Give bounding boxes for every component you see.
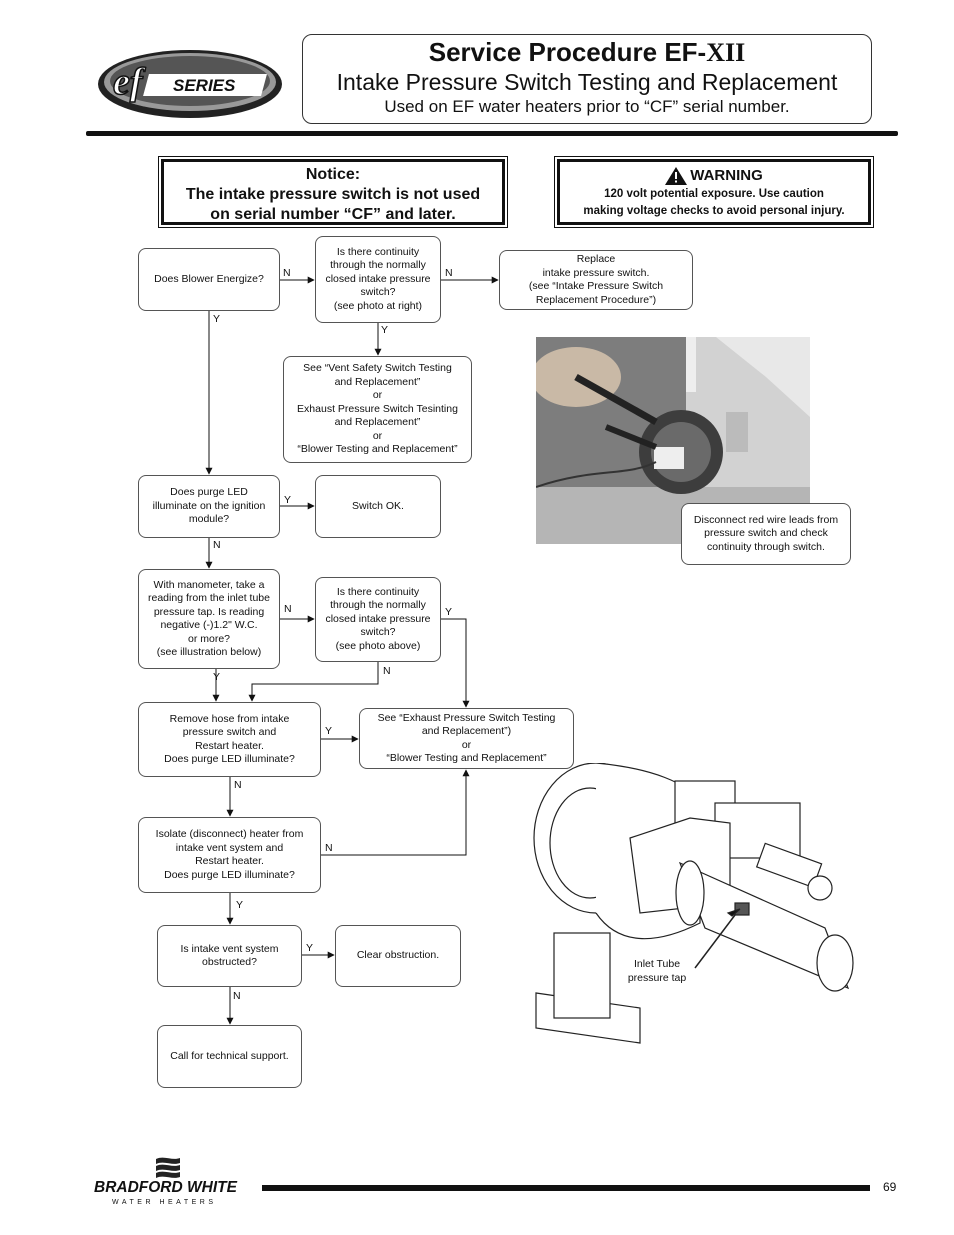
switch-ok-box: Switch OK. — [315, 475, 441, 538]
bradford-white-logo: BRADFORD WHITE WATER HEATERS — [94, 1155, 254, 1207]
warning-triangle-icon — [665, 167, 688, 185]
warning-line2: making voltage checks to avoid personal … — [583, 205, 845, 217]
remove-hose-box: Remove hose from intake pressure switch … — [138, 702, 321, 777]
notice-heading: Notice: — [305, 166, 361, 183]
clear-obstruction-box: Clear obstruction. — [335, 925, 461, 987]
warning-box: WARNING 120 volt potential exposure. Use… — [554, 156, 874, 228]
no-label: N — [213, 539, 221, 551]
notice-box: Notice: The intake pressure switch is no… — [158, 156, 508, 228]
no-label: N — [325, 842, 333, 854]
see-exhaust-box: See “Exhaust Pressure Switch Testing and… — [359, 708, 574, 769]
manometer-box: With manometer, take a reading from the … — [138, 569, 280, 669]
footer-rule — [262, 1185, 870, 1191]
page-number: 69 — [883, 1180, 897, 1194]
technical-support-box: Call for technical support. — [157, 1025, 302, 1088]
notice-line1: The intake pressure switch is not used — [185, 186, 481, 203]
warning-line1: 120 volt potential exposure. Use caution — [604, 188, 824, 200]
continuity-check-box-1: Is there continuity through the normally… — [315, 236, 441, 323]
isolate-heater-box: Isolate (disconnect) heater from intake … — [138, 817, 321, 893]
brand-name: BRADFORD WHITE — [94, 1179, 238, 1196]
blower-inlet-illustration — [530, 762, 860, 1053]
yes-label: Y — [381, 324, 389, 336]
no-label: N — [233, 990, 241, 1002]
ef-series-logo: ef SERIES — [95, 44, 285, 120]
yes-label: Y — [325, 725, 333, 737]
blower-energize-box: Does Blower Energize? — [138, 248, 280, 311]
yes-label: Y — [445, 606, 453, 618]
yes-label: Y — [236, 899, 244, 911]
vent-obstructed-box: Is intake vent system obstructed? — [157, 925, 302, 987]
no-label: N — [284, 603, 292, 615]
applicability-note: Used on EF water heaters prior to “CF” s… — [384, 97, 790, 116]
brand-subtitle: WATER HEATERS — [112, 1199, 216, 1206]
yes-label: Y — [284, 494, 292, 506]
warning-heading: WARNING — [690, 167, 763, 184]
no-label: N — [234, 779, 242, 791]
svg-text:ef: ef — [113, 61, 146, 103]
purge-led-box: Does purge LED illuminate on the ignitio… — [138, 475, 280, 538]
title-box: Service Procedure EF-XII Intake Pressure… — [302, 34, 872, 124]
see-vent-safety-box: See “Vent Safety Switch Testing and Repl… — [283, 356, 472, 463]
illustration-callout: Inlet Tube pressure tap — [627, 958, 687, 984]
notice-line2: on serial number “CF” and later. — [210, 206, 456, 223]
svg-text:SERIES: SERIES — [173, 76, 236, 95]
no-label: N — [383, 665, 391, 677]
continuity-check-box-2: Is there continuity through the normally… — [315, 577, 441, 662]
photo-callout: Disconnect red wire leads from pressure … — [681, 503, 851, 565]
yes-label: Y — [306, 942, 314, 954]
no-label: N — [445, 267, 453, 279]
page-title: Service Procedure EF-XII — [428, 37, 746, 67]
yes-label: Y — [213, 313, 221, 325]
yes-label: Y — [213, 671, 221, 683]
page-subtitle: Intake Pressure Switch Testing and Repla… — [336, 69, 838, 95]
no-label: N — [283, 267, 291, 279]
header-rule — [86, 131, 898, 136]
replace-switch-box: Replace intake pressure switch. (see “In… — [499, 250, 693, 310]
